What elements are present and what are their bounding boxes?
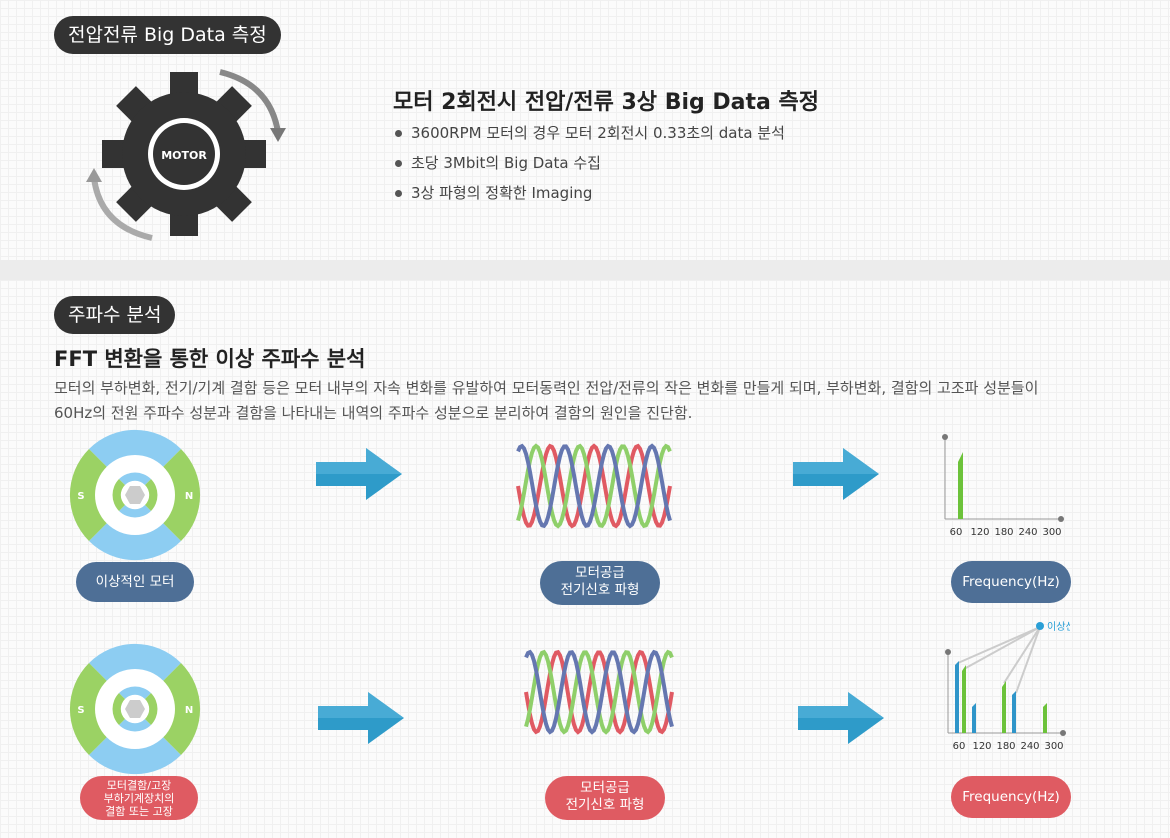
- arrow-right-icon: [793, 448, 879, 500]
- arrow-right-icon: [798, 692, 884, 744]
- section-pill-bigdata: 전압전류 Big Data 측정: [54, 16, 281, 54]
- svg-text:S: S: [106, 492, 111, 500]
- fft-description: 모터의 부하변화, 전기/기계 결함 등은 모터 내부의 자속 변화를 유발하여…: [54, 376, 1124, 426]
- svg-text:S: S: [77, 705, 84, 716]
- svg-text:300: 300: [1042, 527, 1061, 538]
- list-item: 3600RPM 모터의 경우 모터 2회전시 0.33초의 data 분석: [395, 120, 785, 150]
- svg-text:N: N: [185, 491, 193, 502]
- ideal-motor-rotor-icon: S N S N: [69, 429, 201, 561]
- bigdata-bullet-list: 3600RPM 모터의 경우 모터 2회전시 0.33초의 data 분석 초당…: [395, 120, 785, 210]
- section-pill-frequency: 주파수 분석: [54, 296, 176, 334]
- list-item: 3상 파형의 정확한 Imaging: [395, 180, 785, 210]
- fft-spectrum-ideal: 60 120 180 240 300: [942, 434, 1064, 538]
- list-item: 초당 3Mbit의 Big Data 수집: [395, 150, 785, 180]
- svg-text:180: 180: [994, 527, 1013, 538]
- svg-text:N: N: [158, 492, 164, 500]
- three-phase-waveform-icon: [524, 649, 674, 735]
- svg-text:S: S: [77, 491, 84, 502]
- svg-text:60: 60: [950, 527, 963, 538]
- motor-label: MOTOR: [161, 149, 207, 162]
- fft-bar: [958, 452, 963, 519]
- svg-text:180: 180: [996, 741, 1015, 752]
- svg-text:60: 60: [953, 741, 966, 752]
- section-divider: [0, 260, 1170, 280]
- rotor-graphic: S N S N: [69, 643, 201, 775]
- arrow-right-icon: [316, 448, 402, 500]
- motor-gear-icon: MOTOR: [86, 69, 286, 241]
- svg-text:N: N: [185, 705, 193, 716]
- svg-text:240: 240: [1018, 527, 1037, 538]
- svg-text:240: 240: [1020, 741, 1039, 752]
- fft-spectrum-faulty: 이상신호 60 120 180 240 300: [945, 621, 1070, 752]
- svg-text:S: S: [106, 706, 111, 714]
- frequency-label: Frequency(Hz): [951, 561, 1071, 603]
- svg-text:N: N: [158, 706, 164, 714]
- svg-text:120: 120: [972, 741, 991, 752]
- svg-text:120: 120: [970, 527, 989, 538]
- anomaly-signal-label: 이상신호: [1047, 621, 1070, 633]
- arrow-right-icon: [318, 692, 404, 744]
- rotor-graphic: S N S N: [69, 429, 201, 561]
- description-line: 모터의 부하변화, 전기/기계 결함 등은 모터 내부의 자속 변화를 유발하여…: [54, 379, 1039, 397]
- fft-heading: FFT 변환을 통한 이상 주파수 분석: [54, 347, 366, 371]
- bigdata-heading: 모터 2회전시 전압/전류 3상 Big Data 측정: [393, 90, 820, 115]
- description-line: 60Hz의 전원 주파수 성분과 결함을 나타내는 내역의 주파수 성분으로 분…: [54, 404, 693, 422]
- faulty-motor-rotor-icon: S N S N: [69, 643, 201, 775]
- frequency-label: Frequency(Hz): [951, 776, 1071, 818]
- three-phase-waveform-icon: [516, 443, 672, 529]
- svg-text:300: 300: [1044, 741, 1063, 752]
- ideal-motor-label: 이상적인 모터: [76, 562, 194, 602]
